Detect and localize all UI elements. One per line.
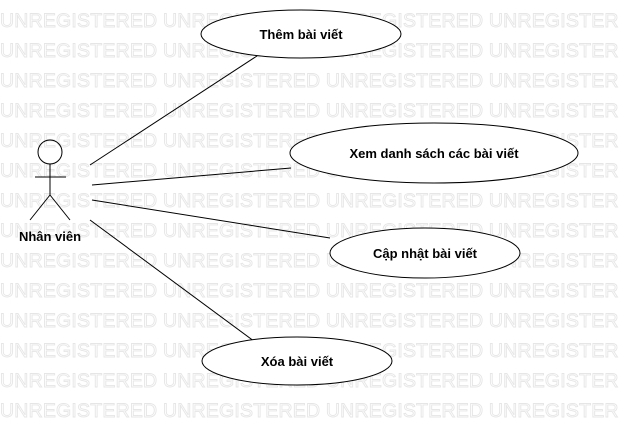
association-line-list-posts[interactable] [91, 167, 292, 186]
association-line-delete-post[interactable] [89, 219, 263, 348]
actor-label: Nhân viên [19, 229, 81, 244]
use-case-delete-post[interactable]: Xóa bài viết [201, 336, 393, 386]
use-case-label: Xóa bài viết [261, 354, 334, 369]
watermark-row: UNREGISTERED UNREGISTERED UNREGISTERED U… [0, 400, 619, 422]
use-case-label: Cập nhật bài viết [373, 246, 478, 261]
associations [89, 53, 331, 348]
watermark-row: UNREGISTERED UNREGISTERED UNREGISTERED U… [0, 190, 619, 212]
watermark-row: UNREGISTERED UNREGISTERED UNREGISTERED U… [0, 310, 619, 332]
use-case-update-post[interactable]: Cập nhật bài viết [329, 227, 521, 279]
watermark-row: UNREGISTERED UNREGISTERED UNREGISTERED U… [0, 220, 619, 242]
watermark-row: UNREGISTERED UNREGISTERED UNREGISTERED U… [0, 100, 619, 122]
watermark-row: UNREGISTERED UNREGISTERED UNREGISTERED U… [0, 250, 619, 272]
association-line-add-post[interactable] [89, 53, 261, 166]
actor-nhan-vien[interactable]: Nhân viên [19, 139, 81, 244]
use-case-list-posts[interactable]: Xem danh sách các bài viết [289, 122, 579, 184]
use-case-label: Xem danh sách các bài viết [349, 146, 519, 161]
use-case-add-post[interactable]: Thêm bài viết [200, 9, 402, 59]
use-case-label: Thêm bài viết [259, 27, 343, 42]
watermark-row: UNREGISTERED UNREGISTERED UNREGISTERED U… [0, 280, 619, 302]
stick-figure-actor-icon [29, 139, 71, 221]
watermark-row: UNREGISTERED UNREGISTERED UNREGISTERED U… [0, 70, 619, 92]
association-line-update-post[interactable] [91, 199, 331, 239]
